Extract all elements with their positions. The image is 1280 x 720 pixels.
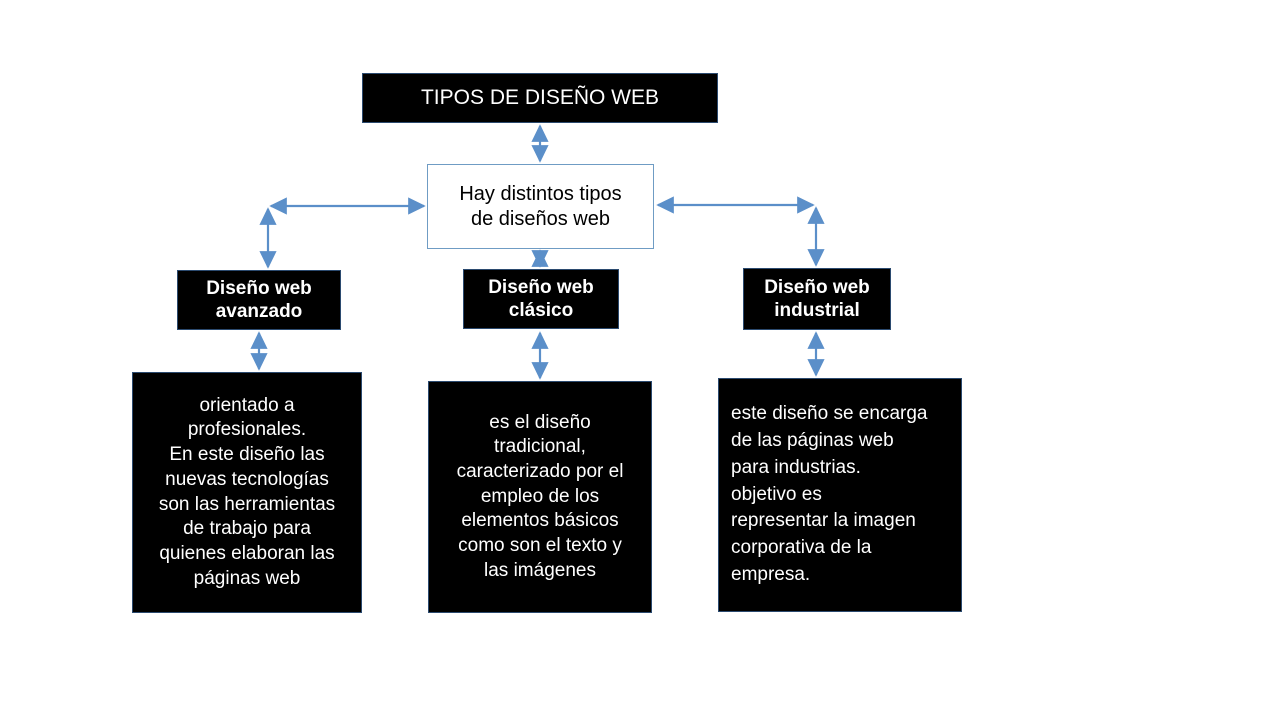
node-root[interactable]: Hay distintos tipos de diseños web <box>427 164 654 249</box>
node-category-industrial[interactable]: Diseño web industrial <box>743 268 891 330</box>
node-description-clasico[interactable]: es el diseño tradicional, caracterizado … <box>428 381 652 613</box>
node-category-avanzado[interactable]: Diseño web avanzado <box>177 270 341 330</box>
node-title-label: TIPOS DE DISEÑO WEB <box>420 86 660 110</box>
node-description-avanzado[interactable]: orientado a profesionales. En este diseñ… <box>132 372 362 613</box>
node-description-industrial-text: este diseño se encarga de las páginas we… <box>731 402 928 586</box>
node-category-industrial-label: Diseño web industrial <box>764 276 870 321</box>
node-description-industrial[interactable]: este diseño se encarga de las páginas we… <box>718 378 962 612</box>
node-category-avanzado-label: Diseño web avanzado <box>206 277 312 322</box>
node-description-avanzado-text: orientado a profesionales. En este diseñ… <box>158 394 336 589</box>
node-title[interactable]: TIPOS DE DISEÑO WEB <box>362 73 718 123</box>
node-category-clasico[interactable]: Diseño web clásico <box>463 269 619 329</box>
node-description-clasico-text: es el diseño tradicional, caracterizado … <box>456 411 624 581</box>
node-category-clasico-label: Diseño web clásico <box>488 276 594 321</box>
node-root-label: Hay distintos tipos de diseños web <box>459 183 622 230</box>
